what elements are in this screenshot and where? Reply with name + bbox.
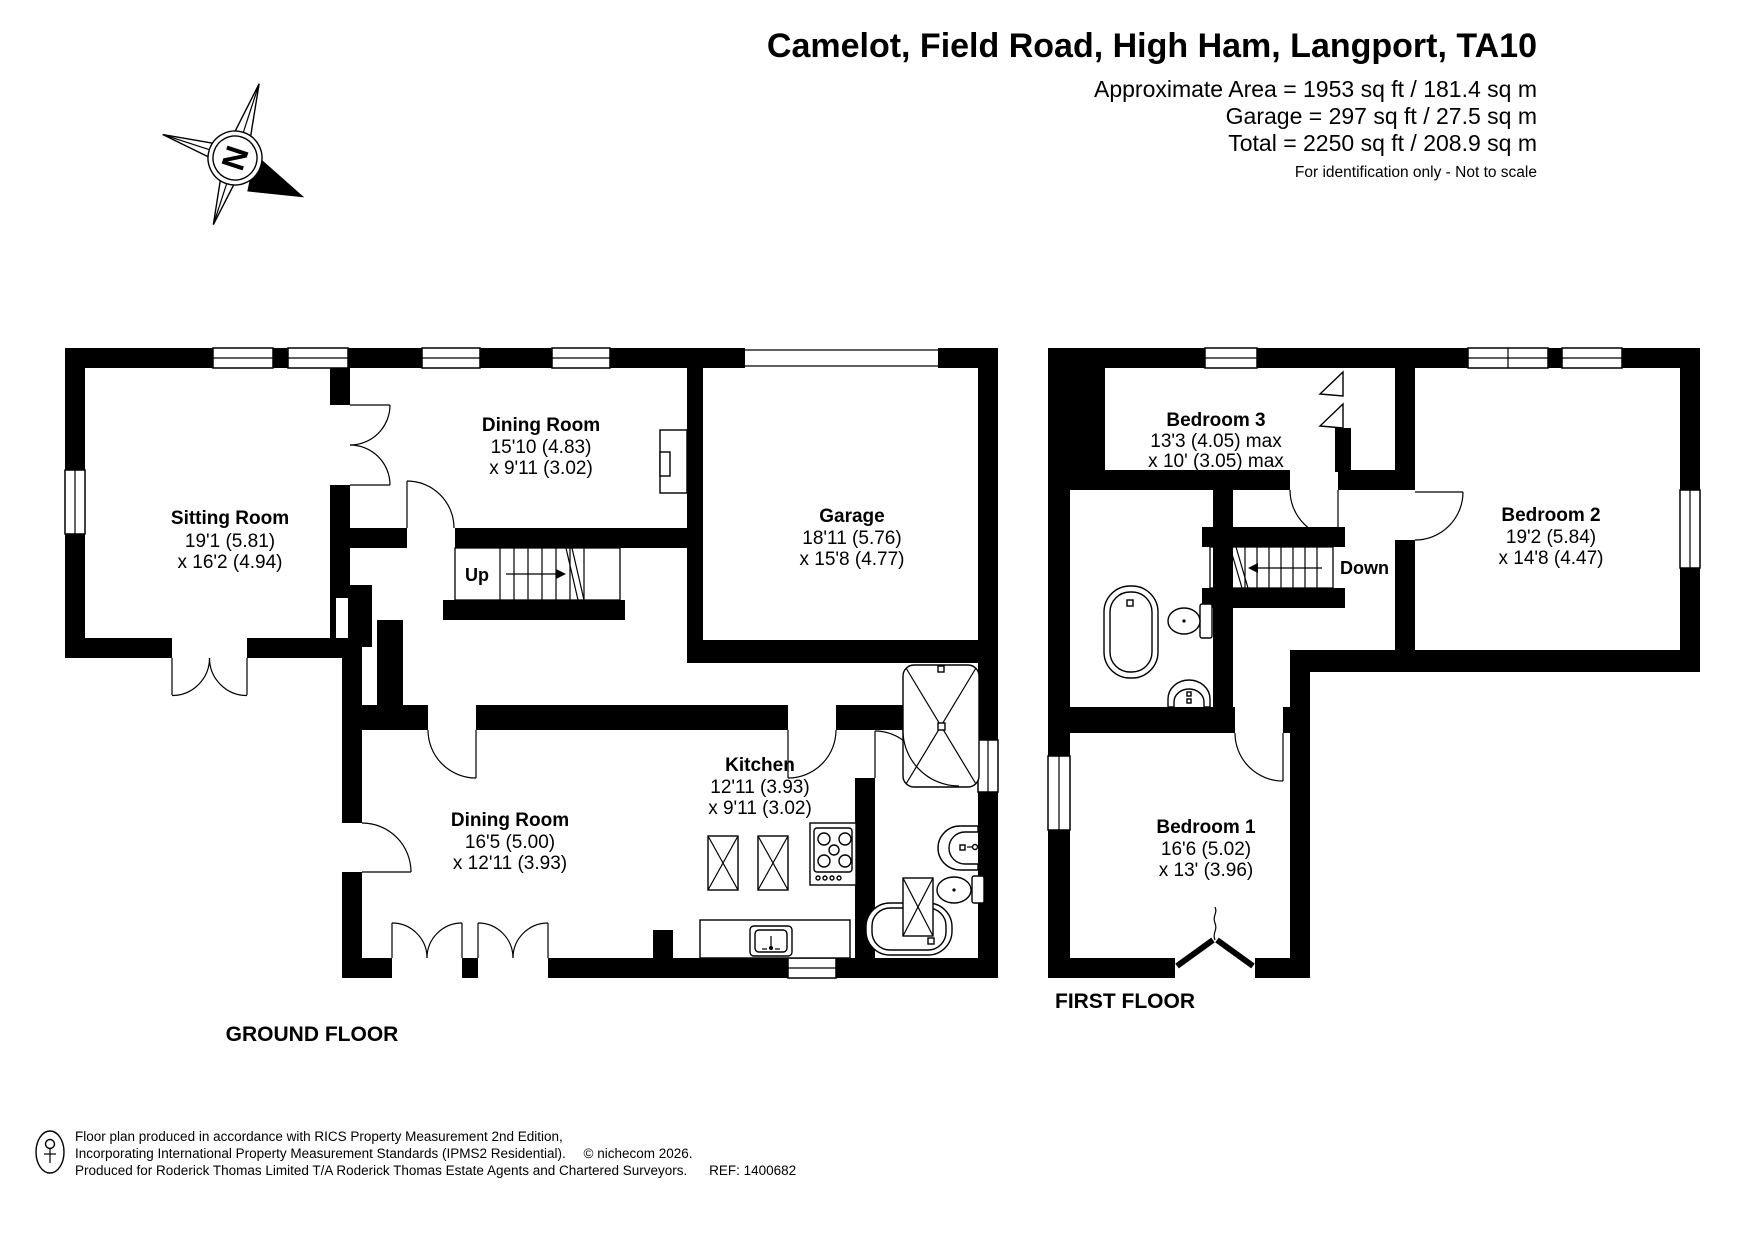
person-icon: [35, 1130, 65, 1174]
header: Camelot, Field Road, High Ham, Langport,…: [767, 27, 1537, 181]
fireplace: [659, 429, 688, 494]
dining-room-front-dim2: x 9'11 (3.02): [489, 458, 593, 479]
property-title: Camelot, Field Road, High Ham, Langport,…: [767, 27, 1537, 65]
dining-room-rear-label: Dining Room: [451, 810, 569, 831]
sitting-room-dim1: 19'1 (5.81): [185, 531, 275, 552]
bedroom-2-label: Bedroom 2: [1501, 505, 1600, 526]
garage-door: [745, 348, 938, 368]
nichecom-copyright: © nichecom 2026.: [584, 1146, 693, 1161]
bedroom-3-label: Bedroom 3: [1166, 410, 1265, 431]
dining-room-rear-dim2: x 12'11 (3.93): [453, 853, 567, 874]
ground-floor-caption: GROUND FLOOR: [226, 1023, 399, 1046]
bedroom-1-dim2: x 13' (3.96): [1159, 860, 1253, 881]
first-floor-labels: Bedroom 3 13'3 (4.05) max x 10' (3.05) m…: [1148, 410, 1603, 881]
bedroom-2-dim2: x 14'8 (4.47): [1498, 548, 1603, 569]
sitting-room-label: Sitting Room: [171, 508, 289, 529]
bedroom-1-dim1: 16'6 (5.02): [1161, 839, 1251, 860]
dining-room-rear-dim1: 16'5 (5.00): [465, 832, 555, 853]
balcony-doors: [1175, 906, 1255, 969]
footer-line1: Floor plan produced in accordance with R…: [75, 1129, 563, 1144]
footer-line2: Incorporating International Property Mea…: [75, 1146, 693, 1161]
bedroom-3-dim1: 13'3 (4.05) max: [1150, 431, 1282, 452]
reference-number: REF: 1400682: [709, 1163, 796, 1178]
first-floor-walls: [1048, 348, 1700, 978]
eaves-zigzag: [1318, 370, 1344, 429]
first-bathroom-fixtures: [1103, 585, 1213, 708]
ground-bathroom-fixtures: [865, 664, 985, 956]
kitchen-fixtures: [699, 822, 857, 959]
scale-disclaimer: For identification only - Not to scale: [1295, 164, 1537, 181]
north-indicator: N: [162, 83, 305, 225]
dining-room-front-label: Dining Room: [482, 415, 600, 436]
ground-floor-plan: Up: [64, 347, 999, 1046]
staircase-up: Up: [454, 547, 621, 601]
compass-rose: N: [162, 83, 305, 225]
footer-line3-text: Produced for Roderick Thomas Limited T/A…: [75, 1163, 687, 1178]
bedroom-1-label: Bedroom 1: [1156, 817, 1256, 838]
dining-room-front-dim1: 15'10 (4.83): [491, 437, 592, 458]
first-floor-windows: [1047, 347, 1701, 831]
kitchen-dim2: x 9'11 (3.02): [708, 798, 812, 819]
footer-line2-text: Incorporating International Property Mea…: [75, 1146, 566, 1161]
bathtub-icon: [1103, 585, 1159, 679]
kitchen-label: Kitchen: [725, 755, 795, 776]
kitchen-dim1: 12'11 (3.93): [710, 777, 809, 798]
garage-label: Garage: [819, 506, 884, 527]
cupboard-icon: [902, 877, 934, 937]
bedroom-2-dim1: 19'2 (5.84): [1506, 527, 1596, 548]
sink-counter: [699, 919, 851, 959]
first-floor-plan: Down Bedroom 3 13'3 (4.05) max: [1047, 347, 1701, 1013]
total-area-text: Total = 2250 sq ft / 208.9 sq m: [1228, 130, 1537, 156]
toilet-icon: [1167, 603, 1213, 639]
garage-dim1: 18'11 (5.76): [802, 528, 901, 549]
ground-floor-labels: Sitting Room 19'1 (5.81) x 16'2 (4.94) D…: [171, 415, 905, 874]
approximate-area-text: Approximate Area = 1953 sq ft / 181.4 sq…: [1094, 76, 1537, 102]
first-floor-doors: [1175, 489, 1464, 969]
toilet-icon: [936, 875, 985, 904]
first-floor-caption: FIRST FLOOR: [1055, 990, 1195, 1013]
shower-icon: [902, 664, 980, 788]
footer-line3: Produced for Roderick Thomas Limited T/A…: [75, 1163, 796, 1178]
basin-icon: [937, 825, 979, 871]
down-label: Down: [1340, 558, 1389, 578]
sitting-room-dim2: x 16'2 (4.94): [177, 552, 282, 573]
bedroom-3-dim2: x 10' (3.05) max: [1148, 451, 1284, 472]
staircase-down: Down: [1209, 546, 1389, 589]
ground-floor-windows: [64, 347, 999, 979]
garage-dim2: x 15'8 (4.77): [799, 549, 904, 570]
hob-icon: [809, 822, 857, 886]
garage-area-text: Garage = 297 sq ft / 27.5 sq m: [1226, 103, 1537, 129]
ground-floor-doors: [171, 404, 923, 959]
footer: Floor plan produced in accordance with R…: [35, 1129, 796, 1178]
up-label: Up: [465, 565, 489, 585]
basin-icon: [1167, 679, 1211, 708]
